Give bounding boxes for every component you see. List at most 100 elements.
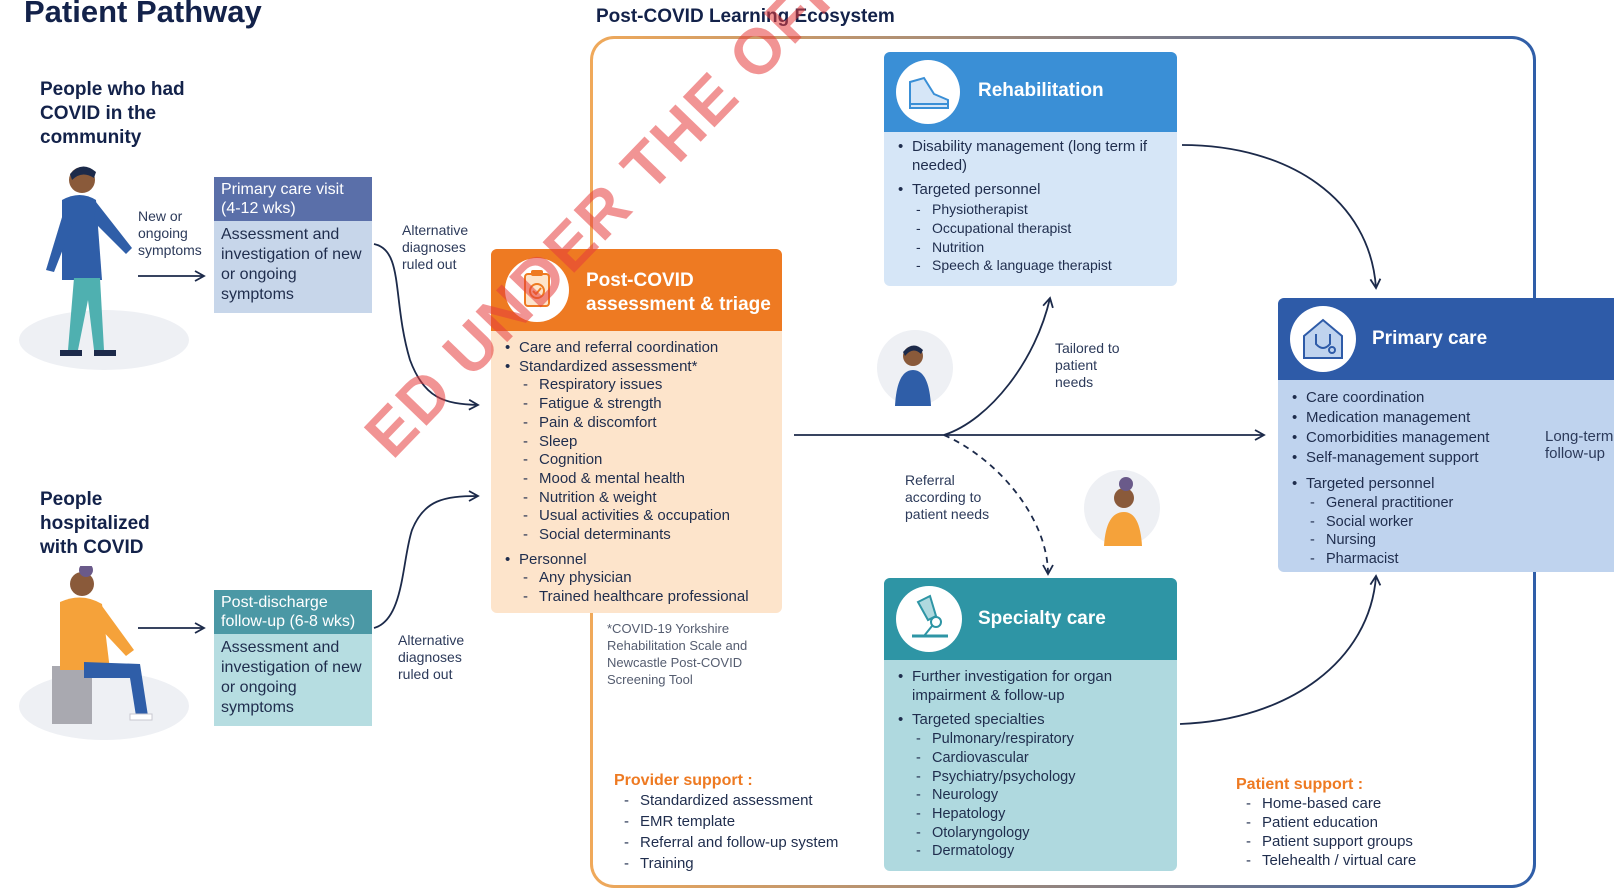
provider-support-item: Referral and follow-up system [624,832,874,853]
clipboard-icon [505,258,569,322]
patient-support-list: Home-based care Patient education Patien… [1236,794,1486,870]
rehab-card: Rehabilitation Disability management (lo… [884,52,1177,286]
provider-support: Provider support : Standardized assessme… [614,772,874,874]
specialty-item: Hepatology [916,805,1165,824]
post-discharge-box: Post-discharge follow-up (6-8 wks) Asses… [214,590,372,726]
arrow-discharge-to-triage [373,490,480,629]
arrow-triage-to-rehab [943,296,1054,436]
personnel-item: General practitioner [1310,494,1606,513]
assessment-item: Respiratory issues [523,376,770,395]
seated-person-illustration [19,566,189,740]
assessment-item: Social determinants [523,526,770,545]
patient-support-item: Home-based care [1246,794,1486,813]
assessment-item: Cognition [523,451,770,470]
specialty-item: Pulmonary/respiratory [916,730,1165,749]
assessment-item: Sleep [523,433,770,452]
primary-care-card: Primary care Care coordination Medicatio… [1278,298,1614,572]
primary-visit-header: Primary care visit (4-12 wks) [214,177,372,221]
arrow-specialty-to-primary [1179,574,1382,725]
post-discharge-header: Post-discharge follow-up (6-8 wks) [214,590,372,634]
rehab-bullet: Disability management (long term if need… [896,138,1165,175]
standing-person-illustration [19,166,189,370]
personnel-item: Pharmacist [1310,550,1606,569]
patient-support-item: Patient support groups [1246,832,1486,851]
personnel-item: Physiotherapist [916,200,1165,219]
assessment-item: Usual activities & occupation [523,507,770,526]
personnel-item: Nutrition [916,238,1165,257]
specialty-item: Cardiovascular [916,749,1165,768]
specialty-bullet: Further investigation for organ impairme… [896,668,1165,705]
primary-care-bullet: Care coordination [1290,388,1606,408]
primary-care-bullets: Care coordination Medication management … [1290,388,1606,494]
specialty-item: Otolaryngology [916,824,1165,843]
rehab-title: Rehabilitation [978,80,1104,101]
primary-care-header: Primary care [1278,298,1614,380]
triage-bullet: Care and referral coordination [503,339,770,358]
provider-support-title: Provider support : [614,772,753,789]
post-discharge-body: Assessment and investigation of new or o… [214,634,372,726]
specialty-card: Specialty care Further investigation for… [884,578,1177,871]
specialty-title: Specialty care [978,608,1106,629]
provider-support-item: EMR template [624,811,874,832]
assessment-item: Pain & discomfort [523,414,770,433]
primary-care-bullet: Comorbidities management [1290,428,1606,448]
primary-visit-body: Assessment and investigation of new or o… [214,221,372,313]
triage-personnel-list: Any physician Trained healthcare profess… [503,569,770,606]
specialty-specialties-label: Targeted specialties [896,711,1165,730]
personnel-item: Any physician [523,569,770,588]
ecosystem-title: Post-COVID Learning Ecosystem [596,6,895,27]
assessment-item: Mood & mental health [523,470,770,489]
triage-personnel-heading: Personnel [503,551,770,570]
provider-support-list: Standardized assessment EMR template Ref… [614,790,874,874]
personnel-item: Nursing [1310,531,1606,550]
microscope-icon [896,586,962,652]
primary-care-bullet: Self-management support [1290,448,1606,468]
label-referral: Referral according to patient needs [905,472,990,522]
triage-header: Post-COVID assessment & triage [491,249,782,331]
page-title: Patient Pathway [24,0,262,29]
triage-footnote: *COVID-19 Yorkshire Rehabilitation Scale… [607,621,748,687]
patient-avatar [1084,470,1160,546]
rehab-personnel-label: Targeted personnel [896,181,1165,200]
specialty-header: Specialty care [884,578,1177,660]
primary-care-bullet: Medication management [1290,408,1606,428]
personnel-item: Social worker [1310,513,1606,532]
stethoscope-house-icon [1290,306,1356,372]
arrow-triage-to-specialty [943,434,1054,576]
patient-support: Patient support : Home-based care Patien… [1236,776,1486,870]
specialty-item: Neurology [916,786,1165,805]
primary-visit-box: Primary care visit (4-12 wks) Assessment… [214,177,372,313]
group-community-label: People who had COVID in the community [40,79,185,148]
triage-card: Post-COVID assessment & triage Care and … [491,249,782,613]
primary-care-title: Primary care [1372,328,1488,349]
primary-care-personnel-label: Targeted personnel [1290,474,1606,494]
assessment-item: Nutrition & weight [523,489,770,508]
doctor-avatar [877,330,953,406]
triage-assessment-list: Respiratory issues Fatigue & strength Pa… [503,376,770,544]
shoe-icon [896,60,960,124]
specialty-item: Psychiatry/psychology [916,768,1165,787]
arrow-rehab-to-primary [1181,144,1382,290]
patient-support-item: Patient education [1246,813,1486,832]
triage-bullets: Care and referral coordination Standardi… [503,339,770,376]
assessment-item: Fatigue & strength [523,395,770,414]
arrow-visit-to-triage [373,243,480,411]
provider-support-item: Standardized assessment [624,790,874,811]
specialty-item: Dermatology [916,842,1165,861]
rehab-personnel-list: Physiotherapist Occupational therapist N… [896,200,1165,275]
patient-support-item: Telehealth / virtual care [1246,851,1486,870]
specialty-bullets: Further investigation for organ impairme… [896,668,1165,730]
label-alt-diagnoses-top: Alternative diagnoses ruled out [402,222,469,272]
personnel-item: Occupational therapist [916,219,1165,238]
triage-personnel-label: Personnel [503,551,770,570]
primary-care-personnel-list: General practitioner Social worker Nursi… [1290,494,1606,569]
triage-bullet: Standardized assessment* [503,358,770,377]
label-new-symptoms: New or ongoing symptoms [138,208,202,258]
rehab-header: Rehabilitation [884,52,1177,132]
patient-support-title: Patient support : [1236,776,1364,793]
personnel-item: Trained healthcare professional [523,588,770,607]
group-hospitalized-label: People hospitalized with COVID [40,489,150,558]
rehab-bullets: Disability management (long term if need… [896,138,1165,200]
label-tailored: Tailored to patient needs [1055,340,1120,390]
